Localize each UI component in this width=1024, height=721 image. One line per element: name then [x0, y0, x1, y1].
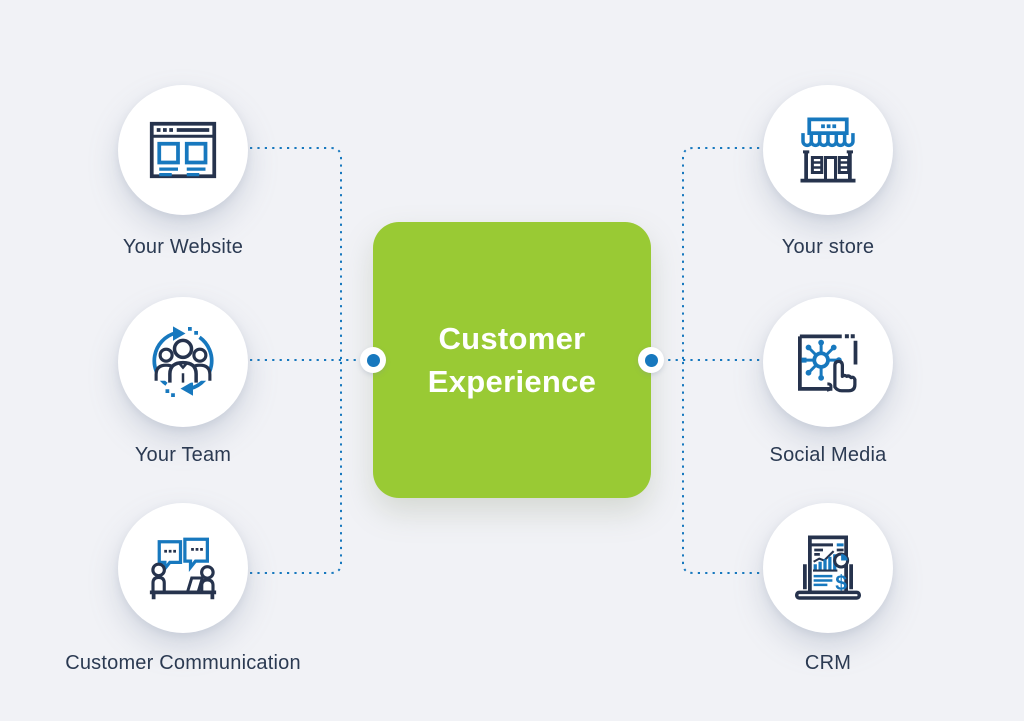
- connector-right-top: [682, 147, 774, 360]
- node-customer-communication: [118, 503, 248, 633]
- node-label-crm: CRM: [804, 652, 852, 674]
- website-icon: [149, 121, 217, 179]
- center-title: Customer Experience: [428, 317, 596, 403]
- connector-dot-right-inner: [644, 353, 658, 367]
- crm-icon: $: [795, 535, 861, 600]
- center-title-line2: Experience: [427, 364, 597, 399]
- connector-dot-right: [638, 347, 664, 373]
- node-label-your-website: Your Website: [122, 236, 244, 258]
- node-label-customer-communication: Customer Communication: [65, 652, 301, 674]
- center-title-line1: Customer: [438, 321, 586, 356]
- node-your-store: [763, 85, 893, 215]
- connector-left-bottom: [250, 360, 342, 574]
- node-label-your-team: Your Team: [134, 444, 232, 466]
- center-box: Customer Experience: [373, 222, 651, 498]
- social-media-icon: [798, 334, 858, 393]
- connector-dot-left-inner: [366, 353, 380, 367]
- connector-left-top: [250, 147, 342, 360]
- node-label-social-media: Social Media: [769, 444, 887, 466]
- node-your-team: [118, 297, 248, 427]
- store-icon: [800, 117, 856, 183]
- team-icon: [152, 326, 214, 397]
- node-label-your-store: Your store: [781, 236, 875, 258]
- svg-text:$: $: [835, 571, 847, 595]
- node-social-media: [763, 297, 893, 427]
- communication-icon: [149, 537, 217, 600]
- connector-dot-left: [360, 347, 386, 373]
- node-crm: $: [763, 503, 893, 633]
- connector-right-bottom: [682, 360, 774, 574]
- node-your-website: [118, 85, 248, 215]
